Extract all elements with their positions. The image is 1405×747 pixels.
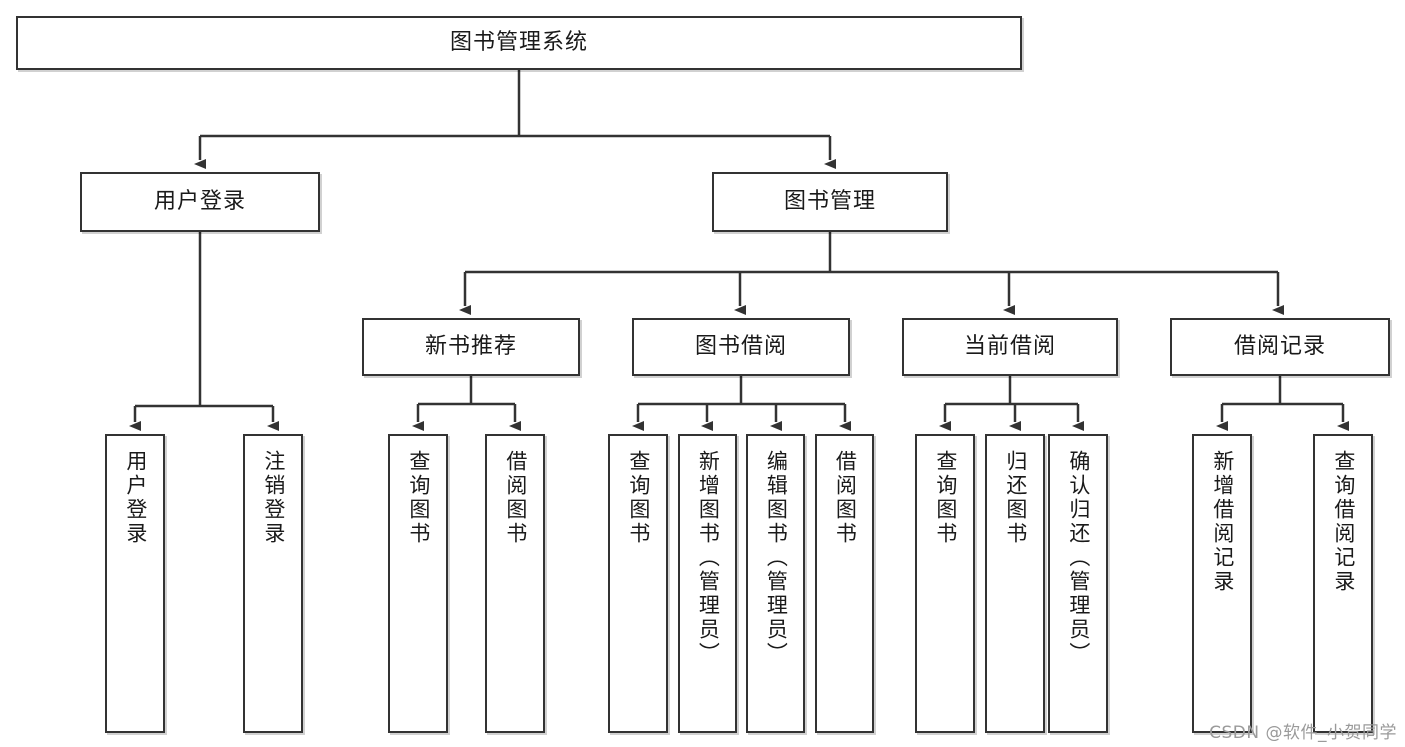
leaf-borrow-book-1-label: 借阅图书 — [503, 450, 528, 546]
node-borrow-record[interactable]: 借阅记录 — [1170, 318, 1390, 376]
leaf-add-record-label: 新增借阅记录 — [1210, 450, 1235, 594]
leaf-borrow-book-1[interactable]: 借阅图书 — [485, 434, 545, 733]
leaf-logout-label: 注销登录 — [261, 450, 286, 546]
node-current-borrow[interactable]: 当前借阅 — [902, 318, 1118, 376]
node-user-login[interactable]: 用户登录 — [80, 172, 320, 232]
leaf-user-login[interactable]: 用户登录 — [105, 434, 165, 733]
leaf-query-book-3[interactable]: 查询图书 — [915, 434, 975, 733]
leaf-add-book[interactable]: 新增图书（管理员） — [678, 434, 737, 733]
leaf-add-book-label: 新增图书（管理员） — [696, 450, 721, 666]
leaf-query-book-3-label: 查询图书 — [933, 450, 958, 546]
leaf-logout[interactable]: 注销登录 — [243, 434, 303, 733]
node-root[interactable]: 图书管理系统 — [16, 16, 1022, 70]
leaf-borrow-book-2[interactable]: 借阅图书 — [815, 434, 874, 733]
leaf-query-book-1[interactable]: 查询图书 — [388, 434, 448, 733]
leaf-confirm-return-label: 确认归还（管理员） — [1066, 450, 1091, 666]
leaf-query-book-2[interactable]: 查询图书 — [608, 434, 668, 733]
leaf-query-record-label: 查询借阅记录 — [1331, 450, 1356, 594]
node-root-label: 图书管理系统 — [449, 29, 588, 55]
leaf-return-book-label: 归还图书 — [1003, 450, 1028, 546]
node-borrow-record-label: 借阅记录 — [1233, 333, 1326, 359]
leaf-user-login-label: 用户登录 — [123, 450, 148, 546]
leaf-edit-book-label: 编辑图书（管理员） — [764, 450, 789, 666]
leaf-query-book-1-label: 查询图书 — [406, 450, 431, 546]
node-new-book-recommend[interactable]: 新书推荐 — [362, 318, 580, 376]
leaf-add-record[interactable]: 新增借阅记录 — [1192, 434, 1252, 733]
leaf-borrow-book-2-label: 借阅图书 — [833, 450, 858, 546]
node-book-management[interactable]: 图书管理 — [712, 172, 948, 232]
leaf-query-record[interactable]: 查询借阅记录 — [1313, 434, 1373, 733]
node-book-borrow-label: 图书借阅 — [694, 333, 787, 359]
leaf-query-book-2-label: 查询图书 — [626, 450, 651, 546]
leaf-edit-book[interactable]: 编辑图书（管理员） — [746, 434, 805, 733]
node-book-management-label: 图书管理 — [783, 188, 876, 214]
leaf-return-book[interactable]: 归还图书 — [985, 434, 1045, 733]
node-user-login-label: 用户登录 — [153, 188, 246, 214]
node-current-borrow-label: 当前借阅 — [963, 333, 1056, 359]
node-new-book-recommend-label: 新书推荐 — [424, 333, 517, 359]
node-book-borrow[interactable]: 图书借阅 — [632, 318, 850, 376]
leaf-confirm-return[interactable]: 确认归还（管理员） — [1048, 434, 1108, 733]
watermark: CSDN @软件_小贺同学 — [1209, 723, 1397, 743]
